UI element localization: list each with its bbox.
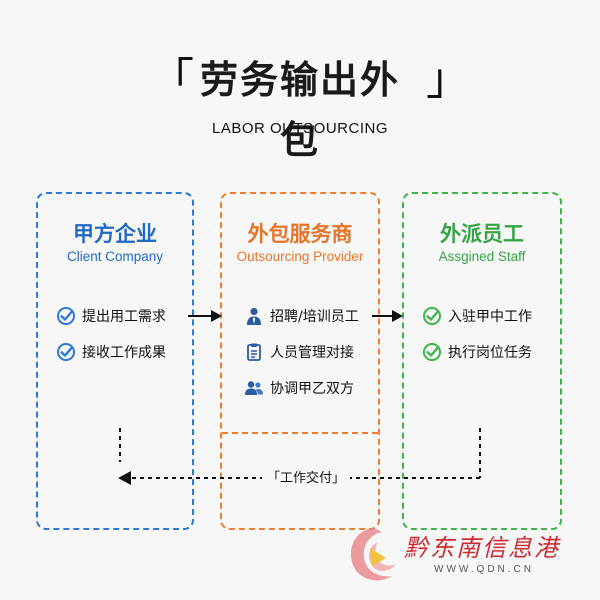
- watermark-name: 黔东南信息港: [404, 534, 560, 562]
- watermark: 黔东南信息港 WWW.QDN.CN: [342, 520, 592, 592]
- client-company-box: 甲方企业 Client Company 提出用工需求 接收工作成果: [36, 192, 194, 530]
- staff-item: 执行岗位任务: [422, 341, 532, 363]
- staff-item: 入驻甲中工作: [422, 305, 532, 327]
- recruiter-person-icon: [247, 307, 261, 325]
- staff-title: 外派员工: [440, 222, 524, 246]
- page-subtitle: LABOR OUTSOURCING: [211, 120, 389, 137]
- work-delivery-label: 「工作交付」: [262, 469, 350, 489]
- provider-item: 招聘/培训员工: [244, 305, 359, 327]
- provider-divider: [222, 432, 378, 434]
- provider-subtitle: Outsourcing Provider: [236, 249, 364, 264]
- clipboard-icon: [247, 343, 261, 361]
- qdn-logo-icon: [350, 528, 396, 581]
- check-circle-icon: [423, 343, 441, 361]
- client-item: 提出用工需求: [56, 305, 166, 327]
- check-circle-icon: [423, 307, 441, 325]
- client-item-label: 提出用工需求: [82, 309, 166, 325]
- client-item-label: 接收工作成果: [82, 345, 166, 361]
- provider-item-label: 人员管理对接: [270, 345, 354, 361]
- provider-item-label: 协调甲乙双方: [270, 381, 354, 397]
- title-bracket-right: 」: [426, 54, 470, 105]
- client-subtitle: Client Company: [66, 249, 164, 264]
- assigned-staff-box: 外派员工 Assgined Staff 入驻甲中工作 执行岗位任务: [402, 192, 562, 530]
- provider-item: 人员管理对接: [244, 341, 354, 363]
- provider-title: 外包服务商: [247, 222, 353, 246]
- header: 「 劳务输出外包 」: [0, 50, 600, 162]
- staff-item-label: 执行岗位任务: [448, 345, 532, 361]
- title-bracket-left: 「: [150, 54, 194, 105]
- check-circle-icon: [57, 307, 75, 325]
- outsourcing-provider-box: 外包服务商 Outsourcing Provider 招聘/培训员工 人员管理对…: [220, 192, 380, 530]
- provider-item-label: 招聘/培训员工: [270, 309, 359, 325]
- staff-item-label: 入驻甲中工作: [448, 309, 532, 325]
- check-circle-icon: [57, 343, 75, 361]
- staff-subtitle: Assgined Staff: [438, 249, 526, 264]
- client-title: 甲方企业: [73, 222, 157, 246]
- people-group-icon: [245, 381, 263, 395]
- watermark-url: WWW.QDN.CN: [434, 564, 534, 575]
- provider-item: 协调甲乙双方: [244, 377, 354, 399]
- page-title: 劳务输出外包: [199, 58, 400, 162]
- client-item: 接收工作成果: [56, 341, 166, 363]
